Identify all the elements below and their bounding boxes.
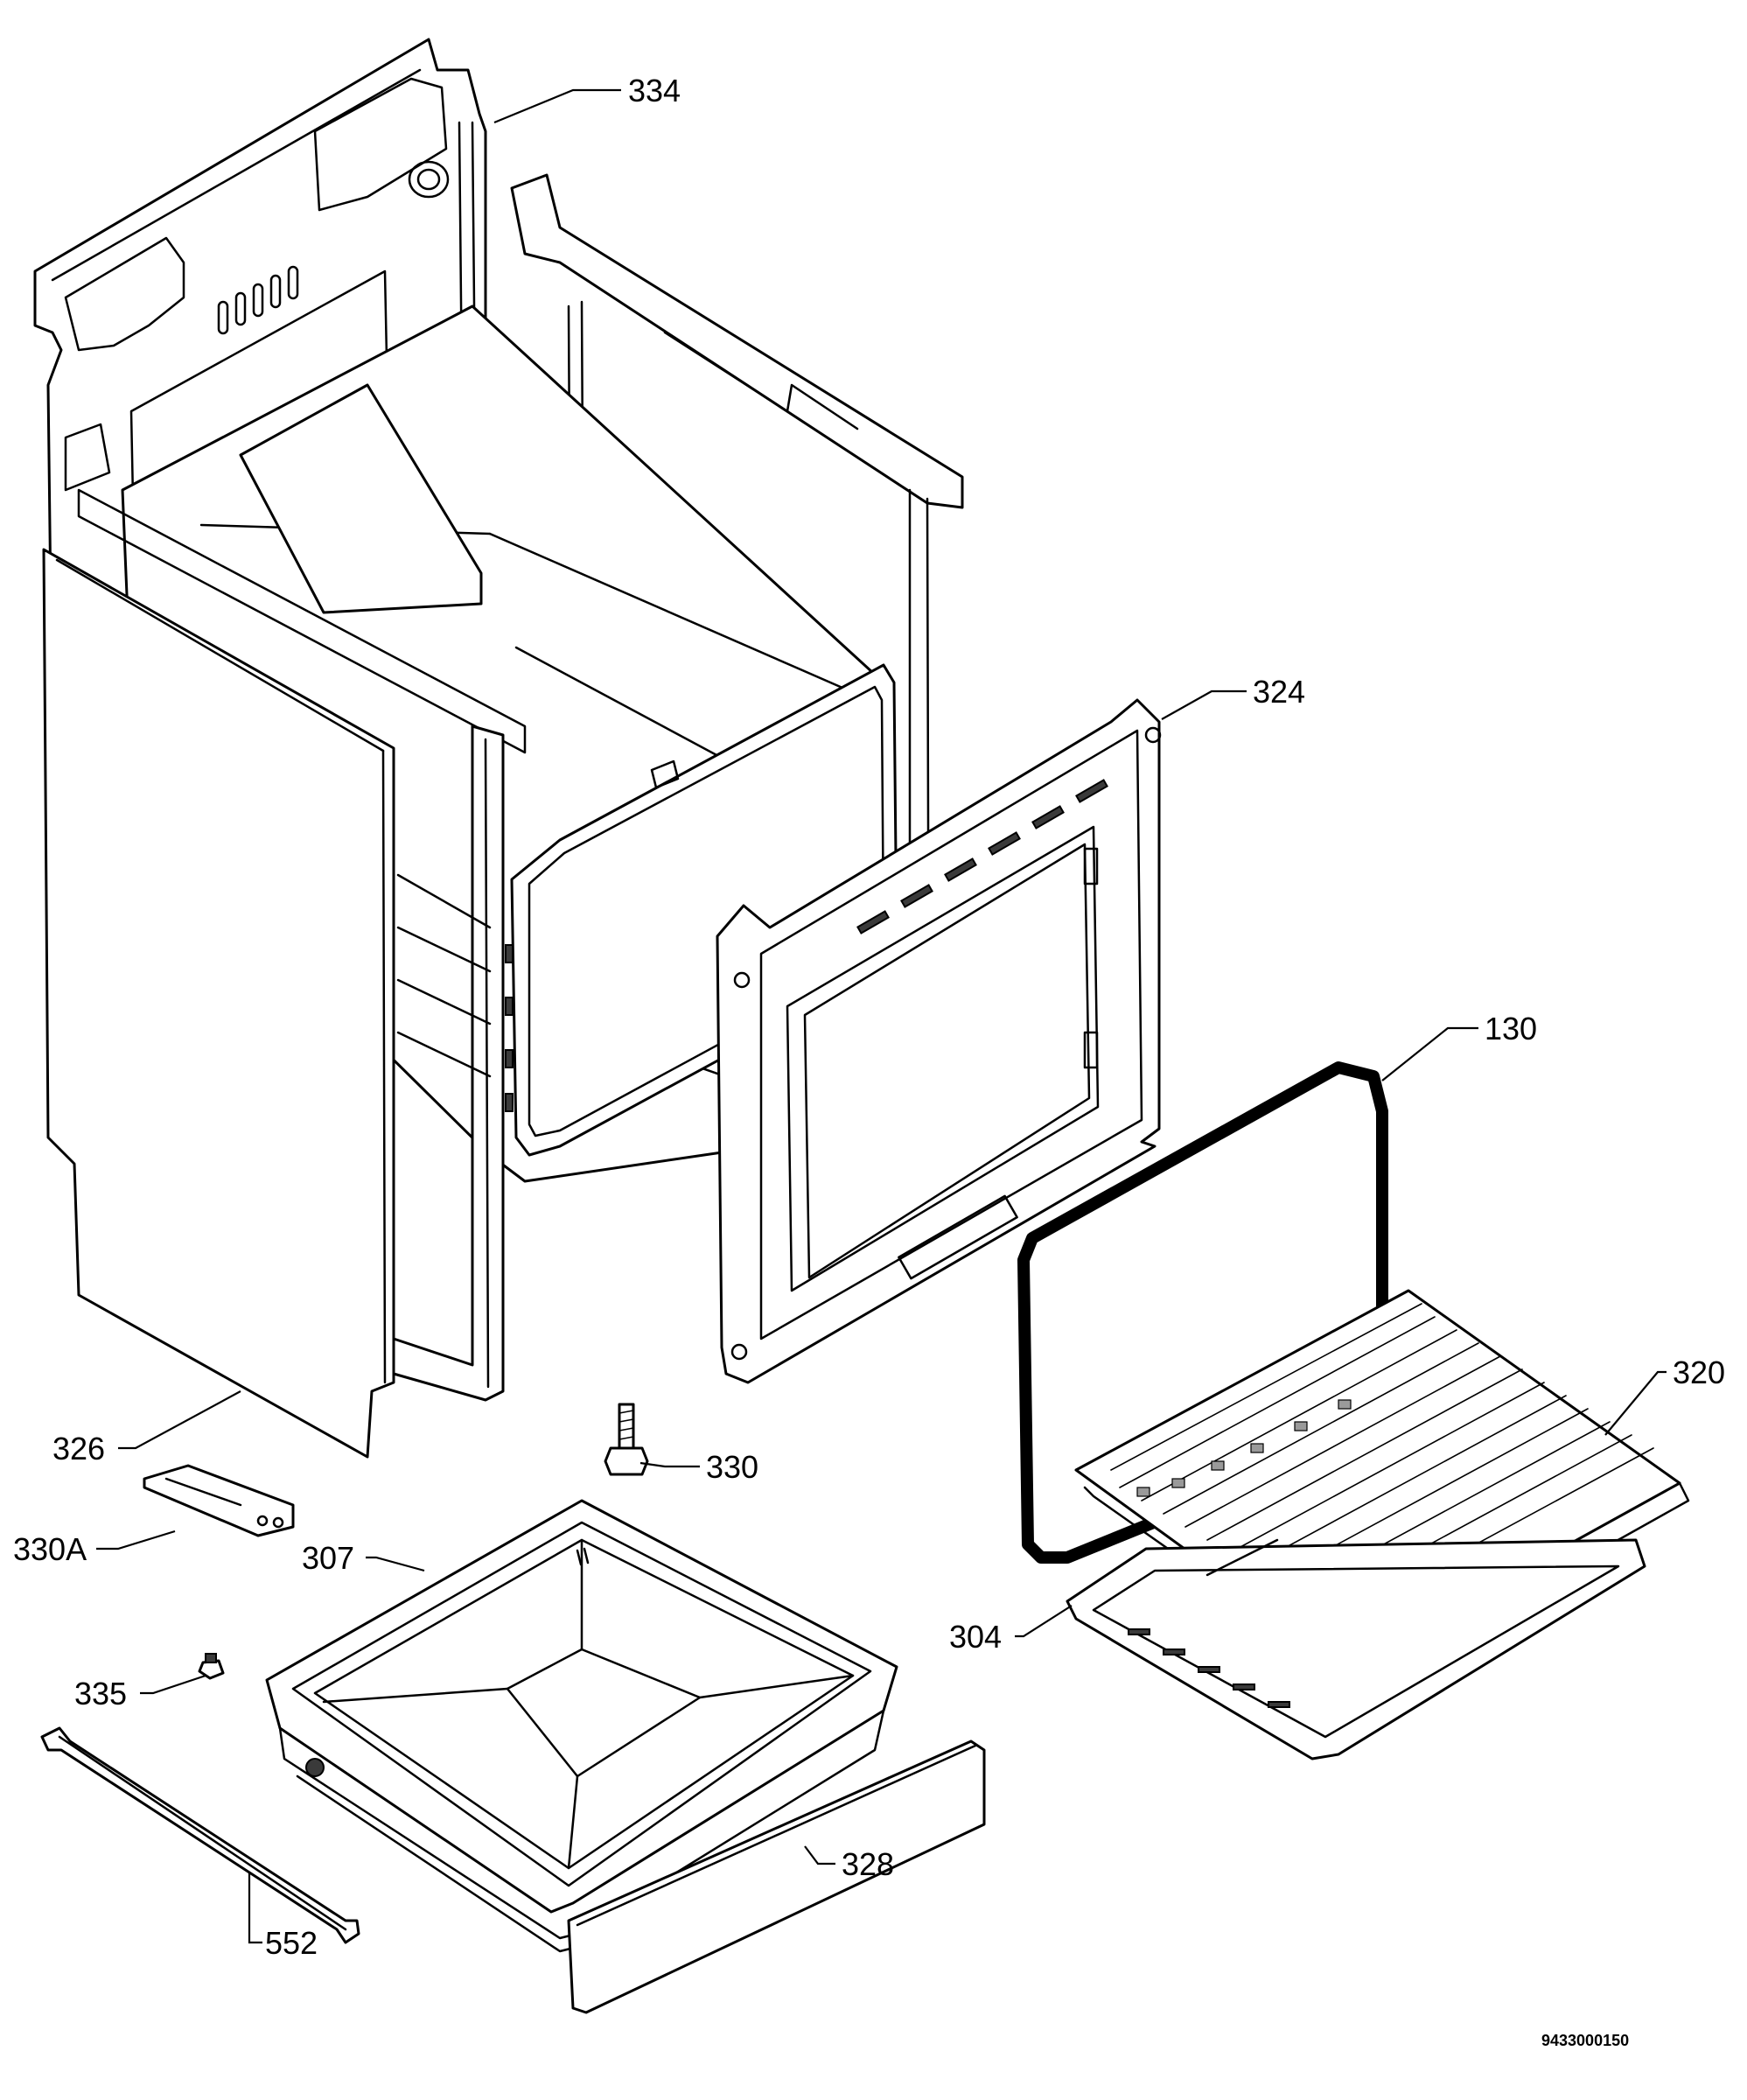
rail-552 <box>40 1726 360 1944</box>
vent-slots <box>217 265 299 335</box>
baking-tray-304 <box>1066 1538 1646 1760</box>
label-328: 328 <box>842 1846 894 1882</box>
label-130: 130 <box>1485 1011 1537 1046</box>
tray-slots <box>1128 1628 1290 1708</box>
label-326: 326 <box>52 1431 105 1466</box>
bolt-330 <box>604 1403 649 1476</box>
label-324: 324 <box>1253 674 1305 710</box>
front-frame-324 <box>716 698 1162 1384</box>
screw-335 <box>198 1653 225 1680</box>
label-334: 334 <box>628 73 681 108</box>
label-320: 320 <box>1673 1354 1725 1390</box>
document-code: 9433000150 <box>1541 2032 1629 2049</box>
front-side-strip <box>392 724 505 1402</box>
drawer-front-328 <box>567 1740 986 2014</box>
label-552: 552 <box>265 1925 318 1961</box>
label-304: 304 <box>949 1619 1002 1655</box>
label-335: 335 <box>74 1676 127 1712</box>
label-307: 307 <box>302 1540 354 1576</box>
label-330a: 330A <box>13 1531 87 1567</box>
leader-lines <box>96 88 1667 1944</box>
label-330: 330 <box>706 1449 758 1485</box>
side-panel-326 <box>42 548 395 1459</box>
bracket-330a <box>143 1464 295 1537</box>
